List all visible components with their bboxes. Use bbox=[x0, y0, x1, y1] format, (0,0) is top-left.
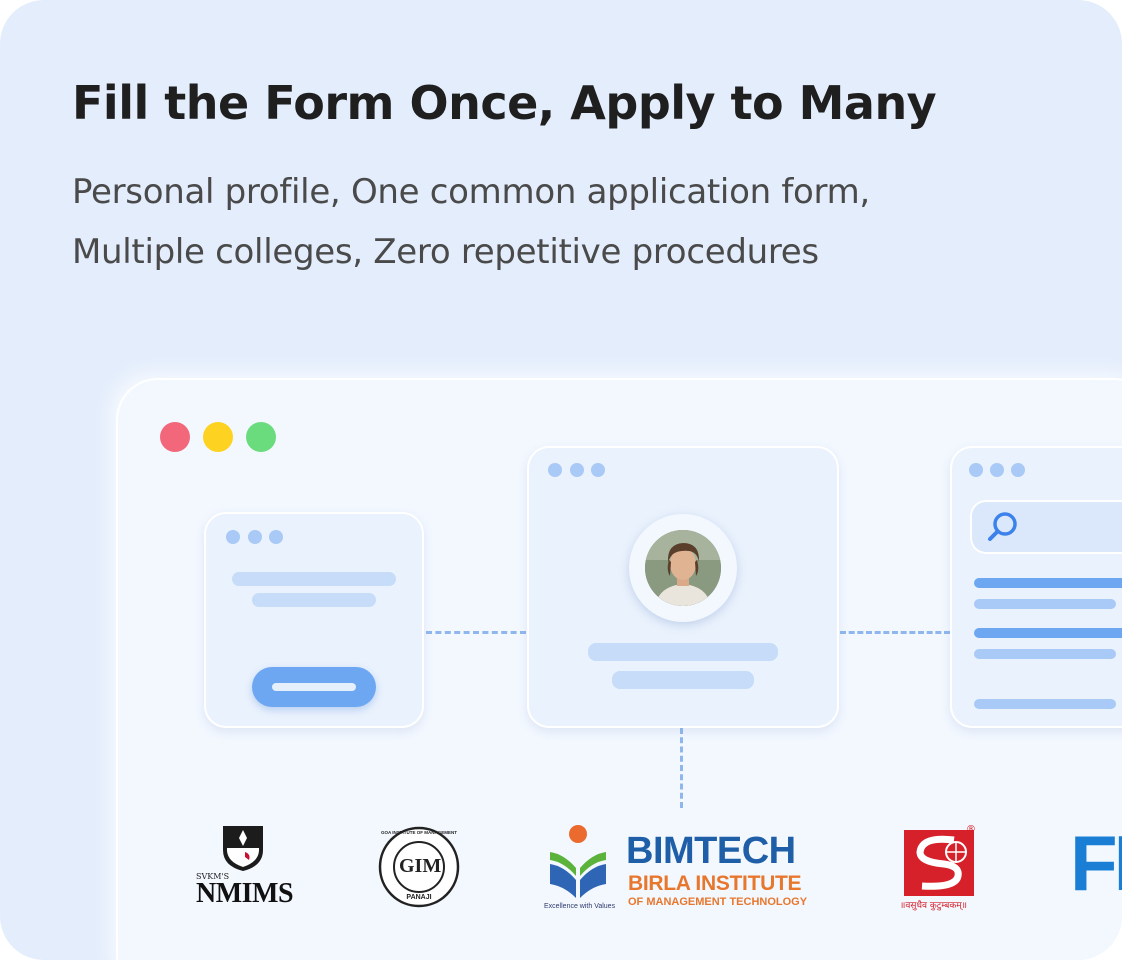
panel-dot bbox=[226, 530, 240, 544]
nmims-prefix: SVKM'S bbox=[196, 872, 230, 881]
panel-dot bbox=[269, 530, 283, 544]
user-avatar-icon bbox=[645, 530, 721, 606]
nmims-crest-icon bbox=[223, 826, 263, 871]
connector-line bbox=[840, 631, 950, 634]
symbiosis-motto: ॥वसुधैव कुटुम्बकम्॥ bbox=[900, 901, 968, 911]
panel-dot bbox=[1011, 463, 1025, 477]
bimtech-logo: Excellence with Values BIMTECH BIRLA INS… bbox=[544, 824, 816, 914]
subheadline-line-1: Personal profile, One common application… bbox=[72, 172, 870, 212]
bimtech-motto: Excellence with Values bbox=[544, 903, 616, 910]
form-line bbox=[232, 572, 396, 586]
subheadline: Personal profile, One common application… bbox=[72, 162, 1052, 282]
bimtech-tagline: OF MANAGEMENT TECHNOLOGY bbox=[628, 896, 808, 908]
gim-monogram: GIM bbox=[399, 855, 442, 877]
panel-dot bbox=[548, 463, 562, 477]
list-line-active bbox=[974, 578, 1122, 588]
list-line-active bbox=[974, 628, 1122, 638]
connector-line bbox=[426, 631, 526, 634]
list-line bbox=[974, 599, 1116, 609]
partial-college-logo: FL bbox=[1070, 819, 1122, 907]
panel-dot bbox=[969, 463, 983, 477]
gim-logo: GIM GOA INSTITUTE OF MANAGEMENT PANAJI bbox=[378, 826, 460, 908]
bimtech-emblem-icon bbox=[550, 825, 606, 898]
panel-dot bbox=[990, 463, 1004, 477]
symbiosis-logo: ® ॥वसुधैव कुटुम्बकम्॥ bbox=[896, 824, 986, 912]
profile-line bbox=[588, 643, 778, 661]
window-close-icon bbox=[160, 422, 190, 452]
submit-button-label-line bbox=[272, 683, 356, 691]
headline: Fill the Form Once, Apply to Many bbox=[72, 76, 937, 130]
bimtech-full-name: BIRLA INSTITUTE bbox=[628, 872, 802, 895]
subheadline-line-2: Multiple colleges, Zero repetitive proce… bbox=[72, 232, 819, 272]
window-maximize-icon bbox=[246, 422, 276, 452]
symbiosis-registered-mark: ® bbox=[966, 824, 976, 835]
nmims-logo: SVKM'S NMIMS bbox=[190, 824, 300, 910]
connector-line bbox=[680, 728, 683, 808]
window-minimize-icon bbox=[203, 422, 233, 452]
panel-dot bbox=[248, 530, 262, 544]
panel-dot bbox=[591, 463, 605, 477]
search-icon bbox=[988, 512, 1017, 541]
gim-city: PANAJI bbox=[406, 894, 432, 901]
list-line bbox=[974, 699, 1116, 709]
nmims-name: NMIMS bbox=[196, 878, 294, 909]
list-line bbox=[974, 649, 1116, 659]
gim-seal-icon bbox=[378, 826, 460, 908]
symbiosis-emblem-icon bbox=[904, 830, 974, 896]
form-line bbox=[252, 593, 376, 607]
profile-line bbox=[612, 671, 754, 689]
panel-dot bbox=[570, 463, 584, 477]
gim-ring-text: GOA INSTITUTE OF MANAGEMENT bbox=[380, 830, 458, 835]
bimtech-name: BIMTECH bbox=[626, 830, 796, 872]
